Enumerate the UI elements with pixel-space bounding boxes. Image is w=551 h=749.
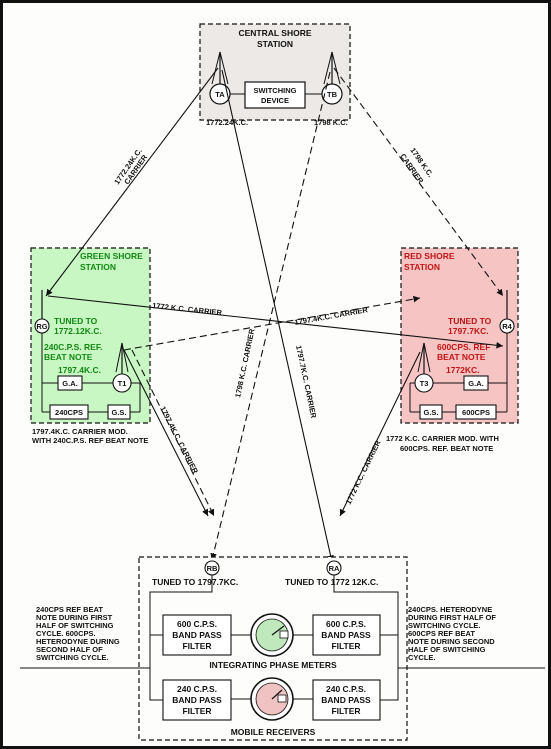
ra-label: RA [329, 564, 340, 573]
green-freq: 1797.4K.C. [58, 365, 101, 375]
right-note-6: CYCLE. [408, 653, 436, 662]
green-beat-2: BEAT NOTE [44, 352, 93, 362]
line-central-to-rb [210, 71, 331, 561]
green-station-box [30, 247, 151, 424]
red-tuned-2: 1797.7KC. [448, 326, 489, 336]
filter-240-left [162, 679, 232, 721]
green-tuned-2: 1772.12K.C. [54, 326, 102, 336]
filter-240-left-1: 240 C.P.S. [177, 684, 217, 694]
filter-600-left-3: FILTER [182, 641, 211, 651]
mobile-title: MOBILE RECEIVERS [231, 727, 316, 737]
line-green-to-red-dashed [123, 295, 421, 351]
left-note-2: HALF OF SWITCHING [36, 621, 114, 630]
carrier-cross-a: 1772 K.C. CARRIER [152, 301, 223, 317]
filter-240-right-2: BAND PASS [321, 695, 371, 705]
filter-600-right [312, 614, 381, 656]
central-freq-b: 1798 K.C. [314, 118, 348, 127]
carrier-mid-d: 1772 K.C. CARRIER [344, 438, 383, 505]
central-antenna-a-rays-icon [211, 51, 229, 85]
green-beat-1: 240C.P.S. REF. [44, 342, 102, 352]
central-freq-a: 1772.24K.C. [206, 118, 248, 127]
right-note-0: 240CPS. HETERODYNE [408, 605, 492, 614]
switching-device-box [244, 81, 306, 109]
line-central-to-ra [221, 69, 334, 563]
right-note-3: 600CPS REF BEAT [408, 629, 475, 638]
switching-device-2: DEVICE [261, 96, 289, 105]
filter-240-right-1: 240 C.P.S. [326, 684, 366, 694]
green-caption-2: WITH 240C.P.S. REF BEAT NOTE [32, 436, 148, 445]
filter-240-left-3: FILTER [182, 706, 211, 716]
right-note-5: HALF OF SWITCHING [408, 645, 486, 654]
line-green-to-rb-a [123, 349, 209, 517]
green-rx-label: RG [36, 322, 47, 331]
mobile-tuned-left: TUNED TO 1797.7KC. [152, 577, 238, 587]
filter-600-right-1: 600 C.P.S. [326, 619, 366, 629]
green-cps-label: 240CPS [55, 408, 83, 417]
mobile-receivers: RB RA TUNED TO 1797.7KC. TUNED TO 1772 1… [138, 556, 408, 741]
green-title-1: GREEN SHORE [80, 251, 143, 261]
carrier-labels: 1772.24K.C. CARRIER 1798 K.C. CARRIER 17… [112, 146, 435, 506]
red-caption-1: 1772 K.C. CARRIER MOD. WITH [386, 434, 499, 443]
filter-600-right-2: BAND PASS [321, 630, 371, 640]
left-note-6: SWITCHING CYCLE. [36, 653, 109, 662]
left-note-4: HETERODYNE DURING [36, 637, 120, 646]
red-rx-label: R4 [502, 322, 512, 331]
filter-600-left-1: 600 C.P.S. [177, 619, 217, 629]
mobile-tuned-right: TUNED TO 1772 12K.C. [285, 577, 378, 587]
left-note-0: 240CPS REF BEAT [36, 605, 103, 614]
hyperbolic-navigation-diagram: CENTRAL SHORE STATION TA TB SWITCHING DE… [20, 23, 545, 741]
central-title-2: STATION [257, 39, 293, 49]
rb-label: RB [207, 564, 218, 573]
red-title-2: STATION [404, 262, 440, 272]
central-title-1: CENTRAL SHORE [238, 28, 311, 38]
carrier-cross-b: 1797.4K.C. CARRIER [294, 305, 369, 327]
green-caption-1: 1797.4K.C. CARRIER MOD. [32, 427, 128, 436]
red-title-1: RED SHORE [404, 251, 455, 261]
red-ga-label: G.A. [468, 379, 483, 388]
green-gs-label: G.S. [111, 408, 126, 417]
line-green-to-rb-b [131, 349, 215, 517]
right-note-2: SWITCHING CYCLE. [408, 621, 481, 630]
green-shore-station: GREEN SHORE STATION RG TUNED TO 1772.12K… [30, 247, 151, 445]
filter-600-left-2: BAND PASS [172, 630, 222, 640]
red-shore-station: RED SHORE STATION R4 TUNED TO 1797.7KC. … [386, 247, 519, 453]
green-title-2: STATION [80, 262, 116, 272]
left-note-1: NOTE DURING FIRST [36, 613, 113, 622]
left-note-5: SECOND HALF OF [36, 645, 103, 654]
meters-label: INTEGRATING PHASE METERS [209, 660, 337, 670]
central-ta-label: TA [215, 90, 225, 99]
right-note-4: NOTE DURING SECOND [408, 637, 495, 646]
line-central-to-green [45, 67, 219, 297]
side-notes: 240CPS REF BEAT NOTE DURING FIRST HALF O… [20, 605, 545, 669]
red-tuned-1: TUNED TO [448, 316, 492, 326]
green-ga-label: G.A. [62, 379, 77, 388]
red-gs-label: G.S. [423, 408, 438, 417]
red-beat-1: 600CPS. REF [437, 342, 490, 352]
filter-240-left-2: BAND PASS [172, 695, 222, 705]
line-red-to-green-solid [47, 295, 504, 349]
red-freq: 1772KC. [446, 365, 480, 375]
filter-240-right-3: FILTER [331, 706, 360, 716]
line-red-to-ra [339, 351, 421, 517]
green-tuned-1: TUNED TO [54, 316, 98, 326]
red-beat-2: BEAT NOTE [437, 352, 486, 362]
red-station-box [400, 247, 519, 424]
central-tb-label: TB [327, 90, 338, 99]
carrier-mid-a: 1797.4K.C. CARRIER [158, 405, 200, 476]
switching-device-1: SWITCHING [254, 86, 297, 95]
green-tx-label: T1 [118, 379, 127, 388]
filter-240-right [312, 679, 381, 721]
right-note-1: DURING FIRST HALF OF [408, 613, 496, 622]
filter-600-right-3: FILTER [331, 641, 360, 651]
left-note-3: CYCLE. 600CPS. [36, 629, 96, 638]
red-caption-2: 600CPS. REF. BEAT NOTE [400, 444, 493, 453]
line-central-to-red [333, 67, 504, 297]
red-cps-label: 600CPS [462, 408, 490, 417]
filter-600-left [162, 614, 232, 656]
transmission-lines [45, 67, 504, 563]
red-tx-label: T3 [420, 379, 429, 388]
central-shore-station: CENTRAL SHORE STATION TA TB SWITCHING DE… [199, 23, 351, 127]
